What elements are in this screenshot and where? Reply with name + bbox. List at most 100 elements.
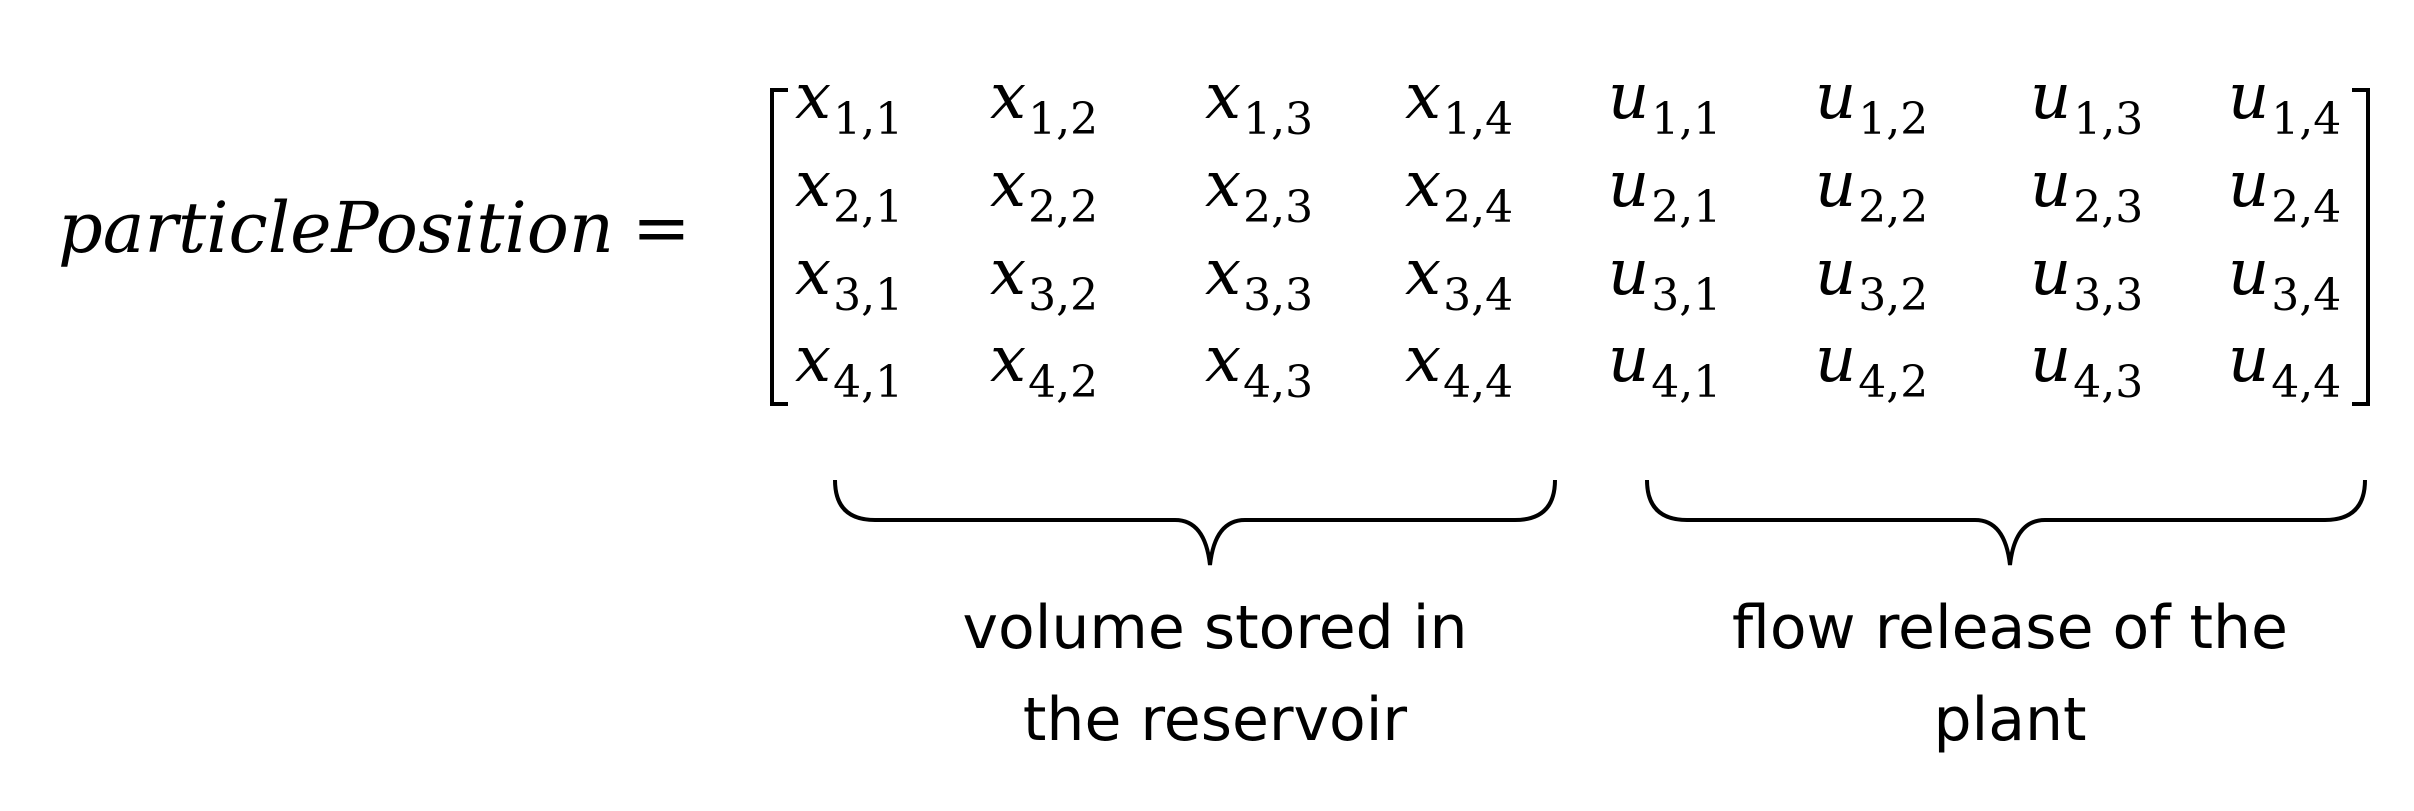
cell-variable: x — [1405, 60, 1442, 134]
cell-variable: x — [1205, 236, 1242, 310]
cell-subscript: 4,1 — [1651, 357, 1722, 408]
cell-subscript: 4,3 — [2073, 357, 2144, 408]
cell-subscript: 4,1 — [833, 357, 904, 408]
cell-variable: x — [990, 236, 1027, 310]
matrix-cell: u2,3 — [2030, 148, 2143, 233]
group-label-volume-line2: the reservoir — [1022, 685, 1408, 755]
cell-subscript: 4,2 — [1028, 357, 1099, 408]
matrix-cell: u1,1 — [1608, 60, 1721, 145]
matrix-cell: u2,4 — [2228, 148, 2341, 233]
cell-variable: u — [2030, 236, 2072, 310]
cell-subscript: 2,4 — [1443, 182, 1514, 233]
matrix-cell: x4,4 — [1405, 323, 1513, 408]
matrix-right-bracket — [2352, 88, 2370, 406]
cell-subscript: 2,4 — [2271, 182, 2342, 233]
matrix-cell: x3,4 — [1405, 236, 1513, 321]
matrix-left-bracket — [770, 88, 788, 406]
brace-flow — [1645, 479, 2367, 566]
cell-variable: u — [2228, 148, 2270, 222]
cell-subscript: 2,2 — [1858, 182, 1929, 233]
cell-variable: x — [795, 323, 832, 397]
cell-subscript: 3,1 — [833, 270, 904, 321]
cell-variable: u — [1815, 148, 1857, 222]
cell-variable: x — [1205, 323, 1242, 397]
matrix-cell: u4,1 — [1608, 323, 1721, 408]
cell-subscript: 3,3 — [1243, 270, 1314, 321]
lhs-symbol: particlePosition — [58, 187, 615, 269]
matrix-cell: x4,3 — [1205, 323, 1313, 408]
cell-variable: u — [1608, 323, 1650, 397]
equals-sign: = — [632, 187, 691, 269]
cell-variable: u — [1608, 148, 1650, 222]
cell-subscript: 1,4 — [2271, 94, 2342, 145]
group-label-volume: volume stored in the reservoir — [905, 582, 1525, 766]
cell-variable: u — [1815, 236, 1857, 310]
lhs-expression: particlePosition= — [58, 178, 691, 278]
cell-variable: x — [1205, 60, 1242, 134]
cell-variable: u — [1608, 236, 1650, 310]
cell-variable: u — [2228, 60, 2270, 134]
matrix-cell: u3,2 — [1815, 236, 1928, 321]
cell-subscript: 2,1 — [1651, 182, 1722, 233]
cell-variable: x — [1205, 148, 1242, 222]
cell-variable: u — [1608, 60, 1650, 134]
cell-variable: x — [1405, 323, 1442, 397]
cell-subscript: 1,1 — [833, 94, 904, 145]
cell-subscript: 3,4 — [1443, 270, 1514, 321]
matrix-cell: u1,3 — [2030, 62, 2143, 145]
cell-subscript: 3,2 — [1028, 270, 1099, 321]
group-label-flow-line2: plant — [1933, 685, 2087, 755]
matrix-cell: x1,1 — [795, 60, 903, 145]
matrix-cell: u3,1 — [1608, 236, 1721, 321]
cell-subscript: 1,2 — [1028, 94, 1099, 145]
cell-subscript: 3,1 — [1651, 270, 1722, 321]
matrix-cell: u4,4 — [2228, 323, 2341, 408]
matrix-cell: x2,3 — [1205, 148, 1313, 233]
cell-variable: x — [1405, 236, 1442, 310]
cell-subscript: 4,4 — [2271, 357, 2342, 408]
cell-subscript: 2,2 — [1028, 182, 1099, 233]
cell-variable: x — [795, 60, 832, 134]
cell-variable: u — [1815, 323, 1857, 397]
cell-variable: x — [990, 60, 1027, 134]
matrix-cell: x1,3 — [1205, 60, 1313, 145]
cell-subscript: 1,3 — [2073, 94, 2144, 145]
matrix-cell: x1,4 — [1405, 60, 1513, 145]
group-label-flow: flow release of the plant — [1700, 582, 2320, 766]
cell-variable: x — [795, 236, 832, 310]
matrix-cell: u4,2 — [1815, 323, 1928, 408]
matrix-cell: x4,2 — [990, 323, 1098, 408]
cell-subscript: 3,2 — [1858, 270, 1929, 321]
cell-variable: u — [2030, 148, 2072, 222]
cell-variable: u — [2228, 236, 2270, 310]
cell-subscript: 4,3 — [1243, 357, 1314, 408]
cell-subscript: 1,4 — [1443, 94, 1514, 145]
matrix-cell: x3,1 — [795, 236, 903, 321]
cell-subscript: 1,3 — [1243, 94, 1314, 145]
matrix-cell: x3,2 — [990, 236, 1098, 321]
cell-variable: u — [2228, 323, 2270, 397]
cell-subscript: 2,1 — [833, 182, 904, 233]
group-label-flow-line1: flow release of the — [1732, 593, 2288, 663]
matrix-cell: x2,2 — [990, 150, 1098, 233]
matrix-cell: u1,4 — [2228, 60, 2341, 145]
cell-subscript: 2,3 — [2073, 182, 2144, 233]
matrix-cell: u2,1 — [1608, 148, 1721, 233]
cell-subscript: 1,2 — [1858, 94, 1929, 145]
matrix-cell: u3,3 — [2030, 236, 2143, 321]
matrix-cell: u2,2 — [1815, 148, 1928, 233]
matrix-cell: u4,3 — [2030, 323, 2143, 408]
matrix-cell: x3,3 — [1205, 236, 1313, 321]
cell-variable: x — [1405, 148, 1442, 222]
matrix-cell: u3,4 — [2228, 236, 2341, 321]
cell-variable: u — [2030, 323, 2072, 397]
matrix-cell: x1,2 — [990, 60, 1098, 145]
cell-variable: x — [990, 323, 1027, 397]
cell-subscript: 4,4 — [1443, 357, 1514, 408]
cell-subscript: 3,4 — [2271, 270, 2342, 321]
matrix-cell: x2,4 — [1405, 148, 1513, 233]
cell-subscript: 4,2 — [1858, 357, 1929, 408]
cell-variable: x — [795, 148, 832, 222]
